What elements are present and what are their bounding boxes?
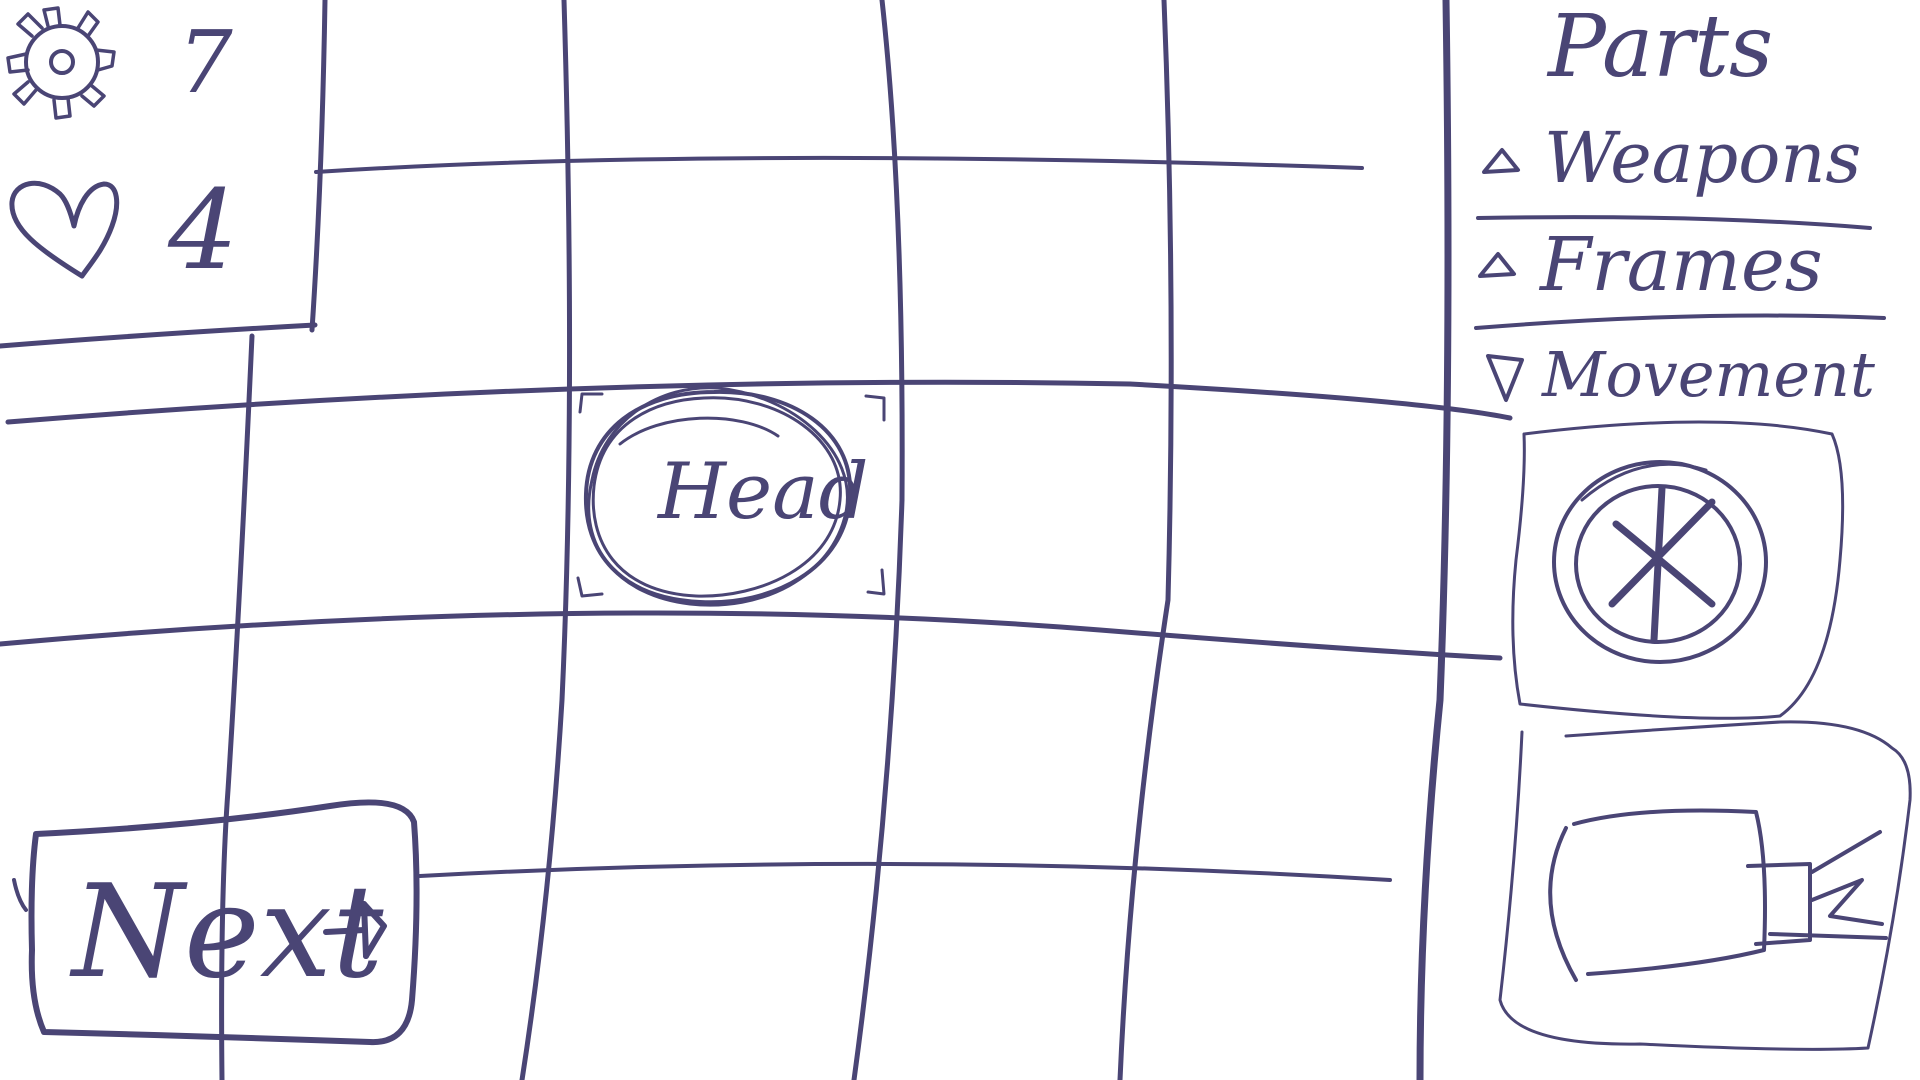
- category-frames[interactable]: Frames: [1474, 222, 1886, 330]
- parts-title: Parts: [1546, 0, 1773, 97]
- heart-icon: [9, 180, 120, 279]
- wheel-icon: [1552, 460, 1768, 664]
- tread-icon: [1548, 808, 1888, 982]
- board-cell-head[interactable]: Head: [576, 386, 886, 607]
- category-movement-label: Movement: [1541, 338, 1875, 411]
- stats-panel: 7 4: [0, 0, 328, 349]
- board-grid: [0, 0, 1513, 1080]
- arrow-right-icon: [323, 901, 387, 959]
- category-movement[interactable]: Movement: [1486, 338, 1875, 411]
- gears-value: 7: [178, 13, 233, 113]
- movement-item-wheel[interactable]: [1511, 420, 1845, 720]
- category-frames-label: Frames: [1538, 222, 1823, 308]
- parts-panel: Parts Weapons Frames Movement: [1474, 0, 1912, 1051]
- triangle-up-icon: [1478, 252, 1516, 278]
- gear-icon: [6, 6, 116, 120]
- health-value: 4: [167, 166, 238, 294]
- movement-item-tread[interactable]: [1498, 720, 1912, 1051]
- next-button[interactable]: Next: [12, 799, 420, 1046]
- head-label: Head: [656, 447, 869, 537]
- triangle-down-icon: [1486, 354, 1524, 402]
- category-weapons[interactable]: Weapons: [1476, 117, 1872, 230]
- triangle-up-icon: [1482, 148, 1520, 174]
- category-weapons-label: Weapons: [1544, 117, 1861, 199]
